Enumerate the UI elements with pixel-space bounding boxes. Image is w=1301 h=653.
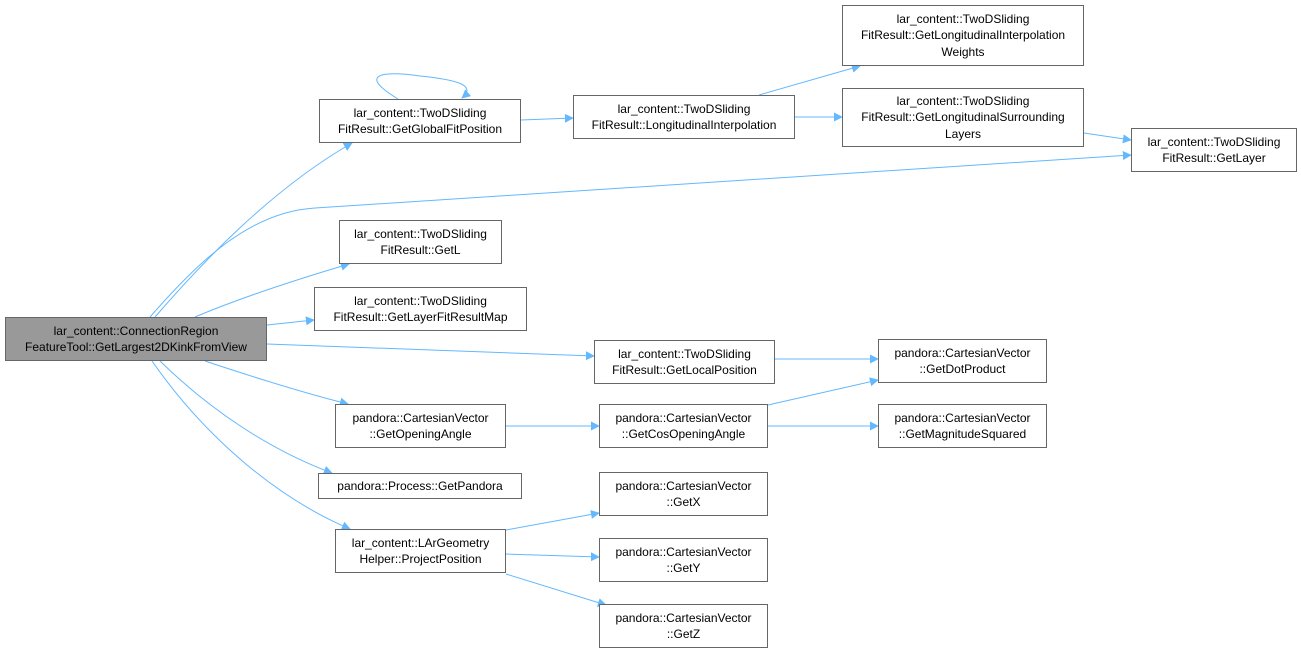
node-label-line: pandora::CartesianVector xyxy=(894,410,1031,425)
edge-n4-n5 xyxy=(1083,132,1132,144)
node-label-line: ::GetX xyxy=(666,495,701,509)
node-get-dot-product[interactable]: pandora::CartesianVector ::GetDotProduct xyxy=(878,339,1047,383)
edge-n14-n17 xyxy=(505,573,607,607)
node-get-layer-fit-result-map[interactable]: lar_content::TwoDSliding FitResult::GetL… xyxy=(314,287,527,331)
edge-n14-n15 xyxy=(505,510,600,531)
node-get-y[interactable]: pandora::CartesianVector ::GetY xyxy=(599,538,768,582)
node-get-opening-angle[interactable]: pandora::CartesianVector ::GetOpeningAng… xyxy=(335,404,506,448)
edge-n0-n10 xyxy=(204,360,349,407)
edge-n0-n5 xyxy=(149,151,1132,318)
node-label-line: ::GetDotProduct xyxy=(919,362,1006,376)
node-label-line: ::GetCosOpeningAngle xyxy=(621,427,746,441)
edge-n0-n13 xyxy=(159,360,333,475)
node-label-line: Helper::ProjectPosition xyxy=(359,552,482,566)
node-label-line: ::GetY xyxy=(666,561,701,575)
node-label-line: ::GetOpeningAngle xyxy=(369,427,472,441)
node-label-line: pandora::CartesianVector xyxy=(615,478,752,493)
node-label-line: lar_content::TwoDSliding xyxy=(896,11,1030,26)
edge-n11-n9 xyxy=(767,377,879,406)
node-longitudinal-interpolation[interactable]: lar_content::TwoDSliding FitResult::Long… xyxy=(573,95,795,139)
node-label-line: FitResult::GetLongitudinalInterpolation xyxy=(860,28,1066,43)
node-get-magnitude-squared[interactable]: pandora::CartesianVector ::GetMagnitudeS… xyxy=(878,404,1047,448)
edge-n0-n1 xyxy=(154,142,353,318)
node-project-position[interactable]: lar_content::LArGeometry Helper::Project… xyxy=(335,529,506,573)
node-get-z[interactable]: pandora::CartesianVector ::GetZ xyxy=(599,604,768,648)
node-get-x[interactable]: pandora::CartesianVector ::GetX xyxy=(599,472,768,516)
node-get-pandora[interactable]: pandora::Process::GetPandora xyxy=(318,473,522,499)
node-label-line: pandora::CartesianVector xyxy=(615,410,752,425)
node-get-layer[interactable]: lar_content::TwoDSliding FitResult::GetL… xyxy=(1131,128,1297,172)
node-label-line: pandora::CartesianVector xyxy=(894,345,1031,360)
node-label-line: Layers xyxy=(944,126,982,141)
edge-n14-n16 xyxy=(505,552,600,562)
node-get-local-position[interactable]: lar_content::TwoDSliding FitResult::GetL… xyxy=(594,340,775,384)
node-label-line: lar_content::TwoDSliding xyxy=(354,226,487,241)
node-label-line: lar_content::ConnectionRegion xyxy=(53,323,219,338)
node-label-line: lar_content::TwoDSliding xyxy=(354,293,487,308)
node-label-line: FitResult::GetLayerFitResultMap xyxy=(333,310,508,324)
edge-n0-n8 xyxy=(266,343,595,361)
node-label-line: lar_content::TwoDSliding xyxy=(618,346,751,361)
node-label-line: Weights xyxy=(941,44,985,59)
node-label-line: pandora::CartesianVector xyxy=(352,410,489,425)
node-label-line: FitResult::GetGlobalFitPosition xyxy=(337,122,503,136)
edge-n1-n1 xyxy=(376,73,472,100)
node-connection-region-feature-tool-get-largest-2d-kink-from-view: lar_content::ConnectionRegion FeatureToo… xyxy=(5,317,267,361)
node-get-global-fit-position[interactable]: lar_content::TwoDSliding FitResult::GetG… xyxy=(319,99,521,143)
node-label-line: FitResult::GetLocalPosition xyxy=(612,363,757,377)
edge-n0-n6 xyxy=(194,261,350,318)
node-label-line: ::GetZ xyxy=(666,627,701,641)
node-label-line: lar_content::TwoDSliding xyxy=(617,101,751,116)
node-label-line: lar_content::TwoDSliding xyxy=(1147,134,1281,149)
node-label-line: pandora::Process::GetPandora xyxy=(337,478,503,493)
node-label-line: FitResult::GetLayer xyxy=(1162,151,1266,165)
node-label-line: ::GetMagnitudeSquared xyxy=(898,427,1027,441)
node-get-l[interactable]: lar_content::TwoDSliding FitResult::GetL xyxy=(339,220,502,264)
node-label-line: FitResult::LongitudinalInterpolation xyxy=(591,118,777,132)
edge-n2-n3 xyxy=(758,63,861,96)
edge-n1-n2 xyxy=(520,113,574,123)
node-label-line: pandora::CartesianVector xyxy=(615,544,752,559)
node-label-line: FitResult::GetL xyxy=(380,243,461,257)
node-label-line: FitResult::GetLongitudinalSurrounding xyxy=(861,110,1065,125)
node-label-line: FeatureTool::GetLargest2DKinkFromView xyxy=(25,340,247,354)
node-get-longitudinal-interpolation-weights[interactable]: lar_content::TwoDSliding FitResult::GetL… xyxy=(842,5,1084,66)
node-label-line: lar_content::TwoDSliding xyxy=(896,93,1030,108)
node-label-line: lar_content::LArGeometry xyxy=(351,535,490,550)
node-get-cos-opening-angle[interactable]: pandora::CartesianVector ::GetCosOpening… xyxy=(599,404,768,448)
node-label-line: lar_content::TwoDSliding xyxy=(353,105,487,120)
node-get-longitudinal-surrounding-layers[interactable]: lar_content::TwoDSliding FitResult::GetL… xyxy=(842,88,1084,147)
node-label-line: pandora::CartesianVector xyxy=(615,610,752,625)
edge-n0-n14 xyxy=(151,360,351,530)
edge-n0-n7 xyxy=(266,316,315,326)
